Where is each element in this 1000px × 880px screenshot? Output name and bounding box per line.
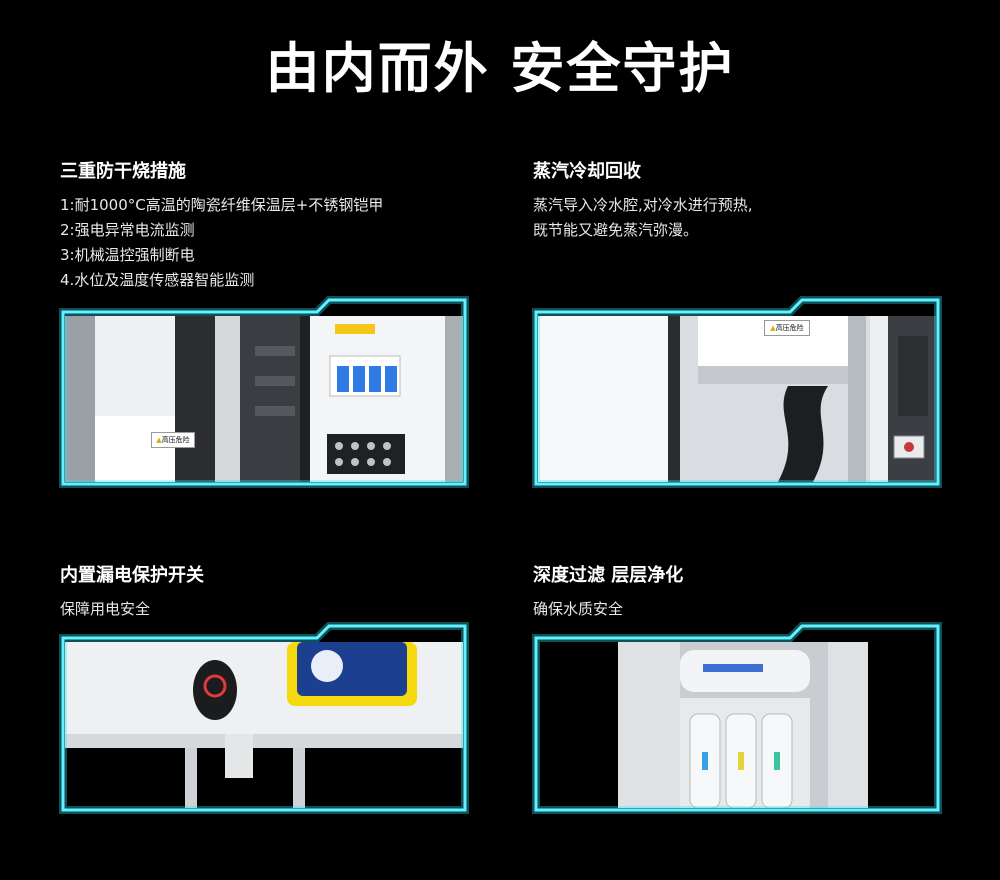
warning-triangle-icon: ▲	[770, 324, 776, 332]
warning-label-text: 高压危险	[775, 324, 804, 332]
section-title: 三重防干烧措施	[60, 161, 186, 182]
section-title: 深度过滤 层层净化	[533, 565, 684, 586]
section-title: 内置漏电保护开关	[60, 565, 204, 586]
filtration-illustration	[538, 642, 936, 808]
panel-electrical-cabinet: ▲高压危险	[55, 296, 473, 493]
warning-label: ▲高压危险	[151, 432, 195, 448]
cabinet-photo: ▲高压危险	[65, 316, 463, 482]
page-title: 由内而外 安全守护	[265, 37, 735, 100]
steam-photo: ▲高压危险	[538, 316, 936, 482]
leakage-photo	[65, 642, 463, 808]
leakage-illustration	[65, 642, 463, 808]
panel-deep-filtration	[528, 622, 946, 819]
section-leakage-switch: 内置漏电保护开关 保障用电安全	[60, 561, 480, 622]
glow-frame	[532, 296, 942, 488]
section-line: 1:耐1000°C高温的陶瓷纤维保温层+不锈钢铠甲	[60, 196, 384, 214]
panel-leakage-switch	[55, 622, 473, 819]
section-dry-burn-protection: 三重防干烧措施 1:耐1000°C高温的陶瓷纤维保温层+不锈钢铠甲 2:强电异常…	[60, 157, 480, 293]
panel-steam-cooling: ▲高压危险	[528, 296, 946, 493]
cabinet-illustration	[65, 316, 463, 482]
section-line: 4.水位及温度传感器智能监测	[60, 271, 255, 289]
section-line: 2:强电异常电流监测	[60, 221, 195, 239]
warning-triangle-icon: ▲	[156, 436, 162, 444]
warning-label-text: 高压危险	[161, 436, 190, 444]
section-title: 蒸汽冷却回收	[533, 161, 641, 182]
section-line: 保障用电安全	[60, 600, 151, 618]
warning-label: ▲高压危险	[764, 320, 810, 336]
section-line: 既节能又避免蒸汽弥漫。	[533, 221, 699, 239]
section-line: 3:机械温控强制断电	[60, 246, 195, 264]
section-line: 确保水质安全	[533, 600, 624, 618]
section-steam-recovery: 蒸汽冷却回收 蒸汽导入冷水腔,对冷水进行预热, 既节能又避免蒸汽弥漫。	[533, 157, 953, 243]
section-line: 蒸汽导入冷水腔,对冷水进行预热,	[533, 196, 753, 214]
glow-frame	[59, 296, 469, 488]
section-deep-filtration: 深度过滤 层层净化 确保水质安全	[533, 561, 953, 622]
steam-illustration	[538, 316, 936, 482]
glow-frame	[532, 622, 942, 814]
glow-frame	[59, 622, 469, 814]
filtration-photo	[538, 642, 936, 808]
